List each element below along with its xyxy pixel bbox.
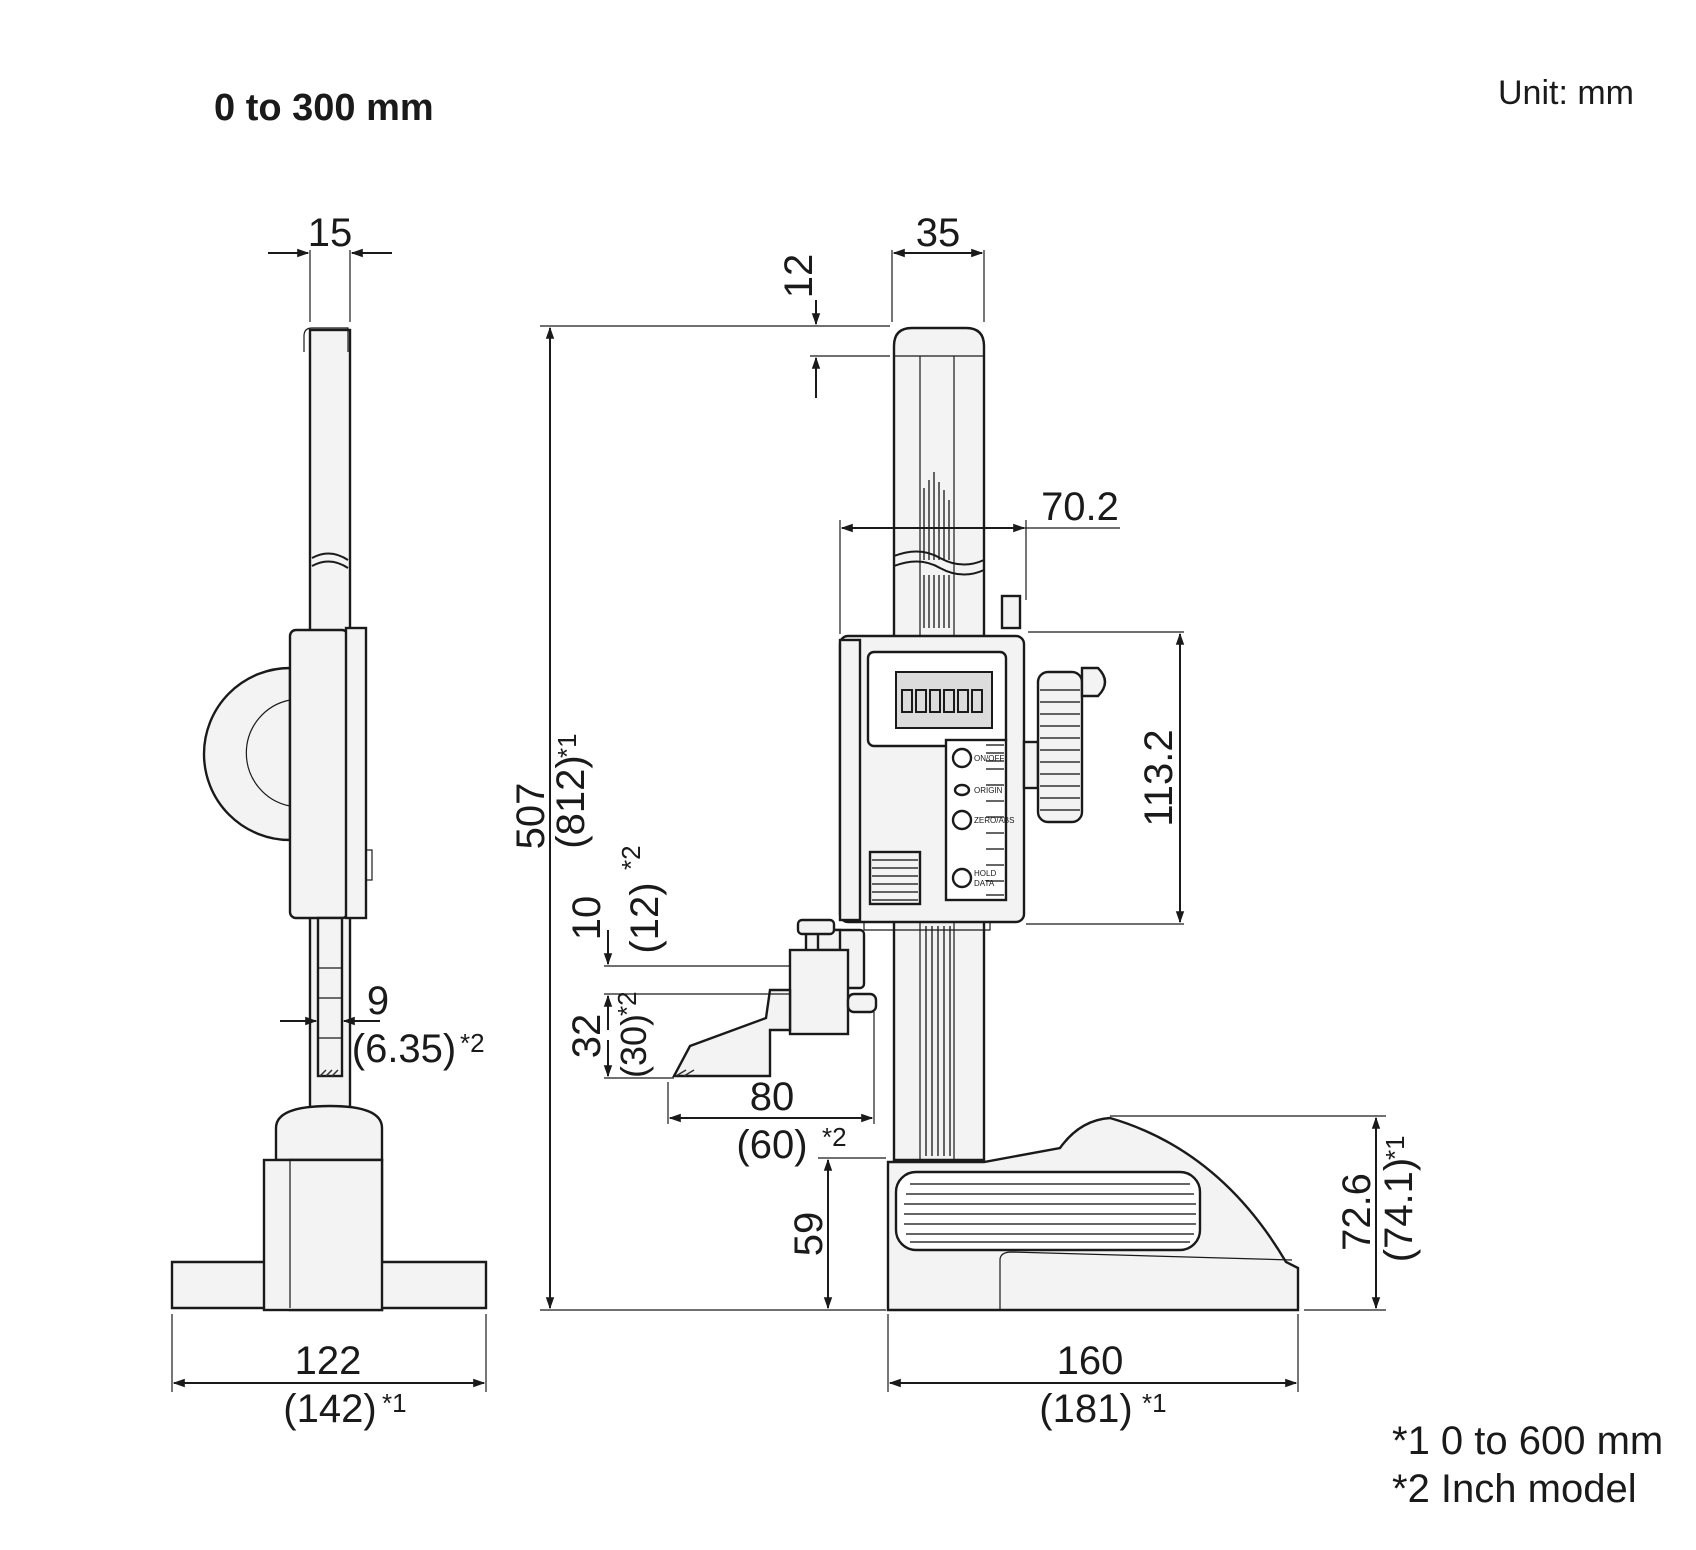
scriber-blade xyxy=(672,988,792,1078)
front-view: ON/OFF ORIGIN ZERO/ABS HOLD DATA xyxy=(672,326,1300,1312)
dim-slider-width: 70.2 xyxy=(1041,485,1119,529)
dim-scriber-height: 32 xyxy=(565,1014,609,1059)
dim-base-width-600: (142) xyxy=(283,1387,376,1431)
dim-scriber-reach: 80 xyxy=(750,1075,795,1119)
hold-button xyxy=(951,867,973,889)
scriber-clamp xyxy=(788,948,850,1036)
label-origin: ORIGIN xyxy=(974,786,1003,795)
star2-mark: *2 xyxy=(616,845,646,870)
star1-mark: *1 xyxy=(1142,1388,1167,1418)
dim-scriber-height-inch: (30) xyxy=(613,1014,654,1078)
dim-base-height-600: (74.1) xyxy=(1377,1158,1421,1263)
footnote-2: *2 Inch model xyxy=(1392,1467,1637,1511)
front-dimension-lines xyxy=(540,248,1386,1392)
footnote-1: *1 0 to 600 mm xyxy=(1392,1419,1663,1463)
dim-base-width: 122 xyxy=(295,1339,362,1383)
base-grip-panel xyxy=(894,1170,1202,1252)
star2-mark: *2 xyxy=(822,1122,847,1152)
zero-abs-button xyxy=(951,809,973,831)
side-slider xyxy=(288,628,350,920)
lcd-digits xyxy=(901,689,983,713)
dim-base-height: 72.6 xyxy=(1335,1173,1379,1251)
star2-mark: *2 xyxy=(612,991,642,1016)
dim-base-length: 160 xyxy=(1057,1339,1124,1383)
side-scriber xyxy=(316,916,344,1078)
star1-mark: *1 xyxy=(552,733,582,758)
label-data: DATA xyxy=(974,879,995,888)
dim-scriber-reach-inch: (60) xyxy=(736,1123,807,1167)
dim-min-height: 59 xyxy=(787,1212,831,1257)
dim-overall-height-600: (812) xyxy=(549,755,593,848)
dim-slider-height: 113.2 xyxy=(1137,729,1181,826)
label-on-off: ON/OFF xyxy=(974,754,1004,763)
dim-base-length-600: (181) xyxy=(1039,1387,1132,1431)
unit-label: Unit: mm xyxy=(1498,74,1634,112)
side-dial-back xyxy=(202,666,292,842)
star1-mark: *1 xyxy=(382,1388,407,1418)
dim-width-top: 15 xyxy=(308,211,353,255)
label-hold: HOLD xyxy=(974,869,996,878)
dim-overall-height: 507 xyxy=(509,783,553,850)
origin-button xyxy=(953,783,971,797)
side-base-boss xyxy=(274,1104,384,1162)
side-view xyxy=(170,327,488,1312)
dim-clamp-offset-inch: (12) xyxy=(623,882,667,953)
dim-scriber-thickness-inch: (6.35) xyxy=(352,1027,457,1071)
star1-mark: *1 xyxy=(1380,1135,1410,1160)
label-zero-abs: ZERO/ABS xyxy=(974,816,1014,825)
side-dimension-lines xyxy=(171,248,487,1392)
dim-scriber-thickness: 9 xyxy=(367,979,389,1023)
feed-knob xyxy=(1036,670,1084,824)
dim-clamp-offset: 10 xyxy=(565,896,609,941)
star2-mark: *2 xyxy=(460,1028,485,1058)
page-title: 0 to 300 mm xyxy=(214,87,434,129)
dim-top-height: 12 xyxy=(777,254,821,299)
dim-column-width: 35 xyxy=(916,211,961,255)
on-off-button xyxy=(951,747,973,769)
